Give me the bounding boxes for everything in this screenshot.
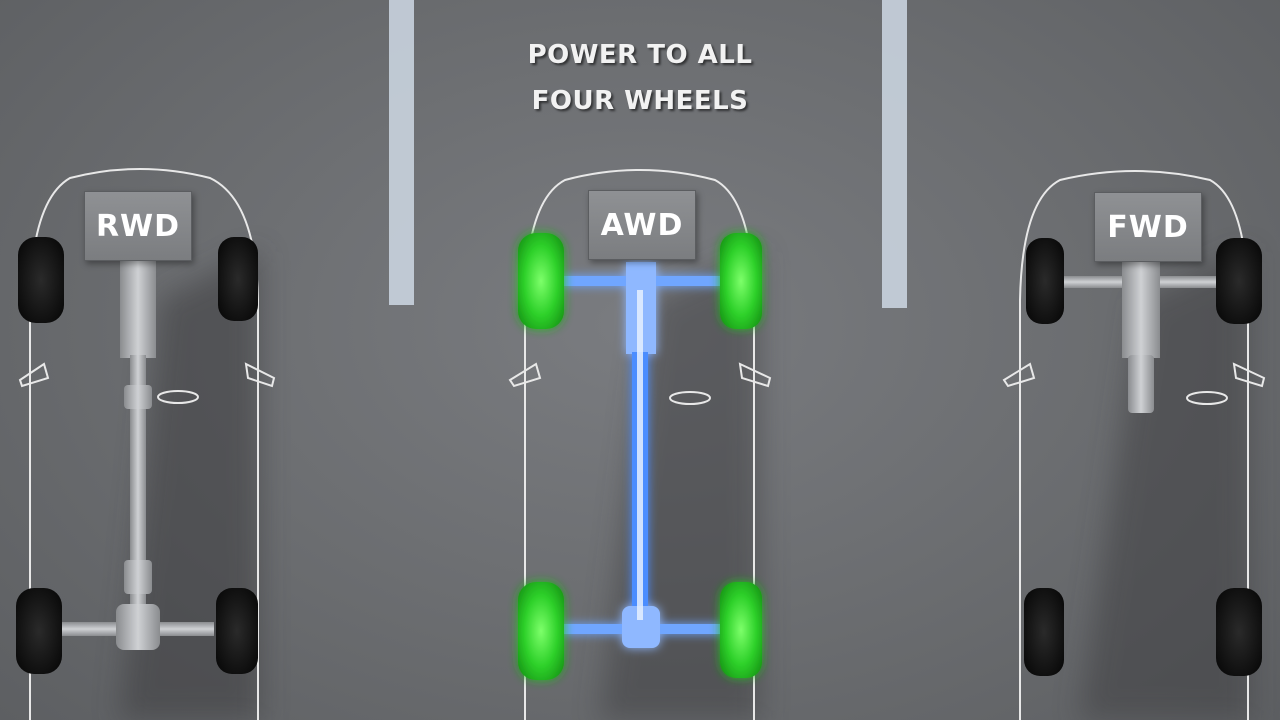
rwd-wheel-front-left [18,237,64,323]
awd-car [508,169,772,720]
fwd-fuel-cap [1186,391,1228,405]
awd-mirror-right [738,362,772,388]
awd-wheel-front-left [518,233,564,329]
rwd-joint-1 [124,385,152,409]
fwd-car [1002,170,1266,720]
fwd-car-shadow [1080,250,1250,720]
rwd-fuel-cap [157,390,199,404]
rwd-mirror-left [18,362,50,388]
awd-mirror-left [508,362,542,388]
fwd-transaxle-tail [1128,355,1154,413]
awd-driveshaft-core [637,290,643,620]
fwd-wheel-front-left [1026,238,1064,324]
fwd-wheel-rear-left [1024,588,1064,676]
rwd-joint-2 [124,560,152,594]
lane-marking-right [882,0,907,308]
rwd-label-badge: RWD [84,191,192,261]
awd-wheel-front-right [720,233,762,329]
awd-fuel-cap [669,391,711,405]
awd-car-outline [524,169,755,720]
fwd-mirror-right [1232,362,1266,388]
fwd-label-badge: FWD [1094,192,1202,262]
rwd-car [16,168,276,720]
rwd-car-outline [29,168,259,720]
awd-wheel-rear-left [518,582,564,680]
fwd-mirror-left [1002,362,1036,388]
caption-line-2: FOUR WHEELS [531,86,749,116]
fwd-car-outline [1019,170,1249,720]
rwd-transmission [120,258,156,358]
rwd-wheel-rear-right [216,588,258,674]
rwd-wheel-rear-left [16,588,62,674]
lane-marking-left [389,0,414,305]
awd-wheel-rear-right [720,582,762,678]
fwd-transaxle [1122,262,1160,358]
awd-label-badge: AWD [588,190,696,260]
awd-rear-differential [622,606,660,648]
rwd-differential [116,604,160,650]
rwd-driveshaft [130,355,146,610]
caption-line-1: POWER TO ALL [527,40,753,70]
rwd-mirror-right [244,362,276,388]
fwd-wheel-rear-right [1216,588,1262,676]
fwd-wheel-front-right [1216,238,1262,324]
rwd-wheel-front-right [218,237,258,321]
